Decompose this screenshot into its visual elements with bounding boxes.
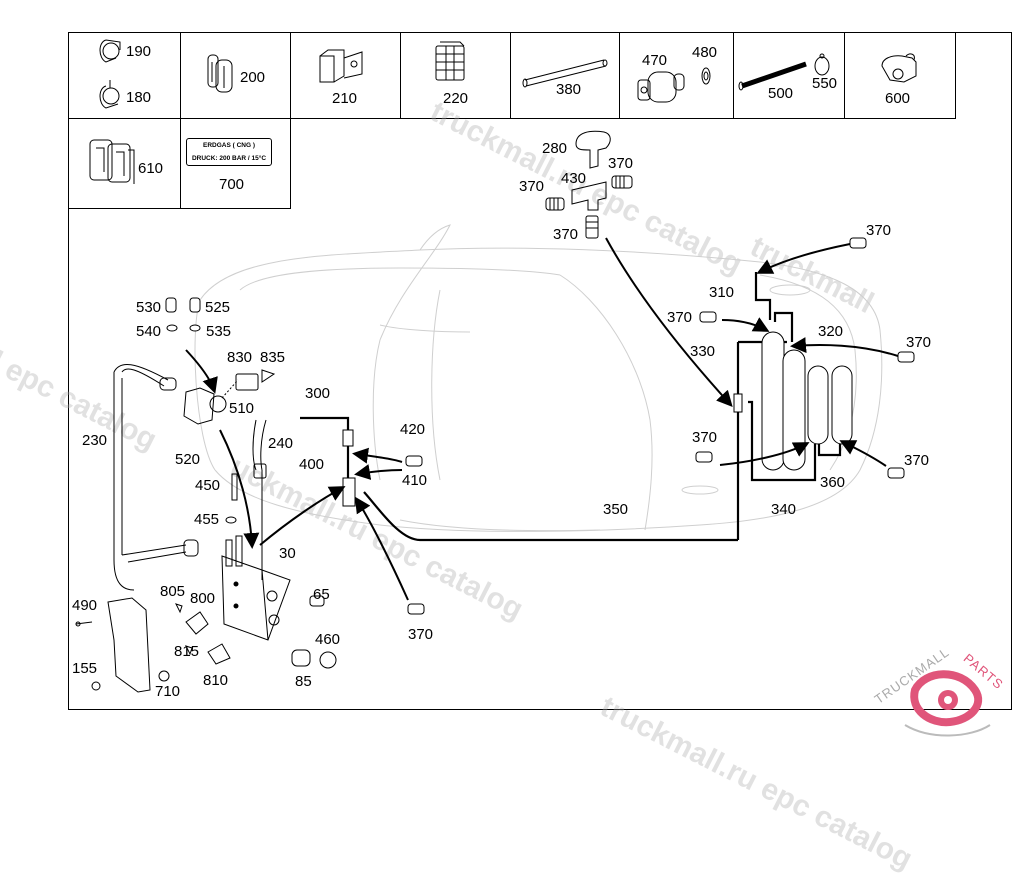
- callout-420: 420: [400, 421, 426, 438]
- line-350: [363, 491, 738, 542]
- callout-230: 230: [82, 432, 108, 449]
- callout-430: 430: [561, 170, 587, 187]
- callout-800: 800: [190, 590, 216, 607]
- callout-520: 520: [175, 451, 201, 468]
- line-310: [754, 272, 772, 320]
- line-320: [773, 311, 794, 342]
- callout-360: 360: [820, 474, 846, 491]
- clamp-550-icon: [814, 53, 830, 76]
- callout-370: 370: [408, 626, 434, 643]
- gas-tanks: [342, 331, 853, 507]
- callout-370: 370: [904, 452, 930, 469]
- truckmall-logo-icon: [904, 670, 991, 737]
- label-200: 200: [240, 69, 266, 86]
- callout-155: 155: [72, 660, 98, 677]
- label-380: 380: [556, 81, 582, 98]
- callout-710: 710: [155, 683, 181, 700]
- callout-350: 350: [603, 501, 629, 518]
- callout-450: 450: [195, 477, 221, 494]
- legend-cell-190-180: [68, 32, 181, 119]
- part-icons: [89, 39, 917, 184]
- label-210: 210: [332, 90, 358, 107]
- callout-320: 320: [818, 323, 844, 340]
- callout-300: 300: [305, 385, 331, 402]
- holder-220-icon: [435, 41, 465, 81]
- callout-525: 525: [205, 299, 231, 316]
- plate-line2: DRUCK: 200 BAR / 15°C: [191, 155, 267, 162]
- callout-370: 370: [692, 429, 718, 446]
- tube-380-icon: [522, 59, 608, 88]
- legend-cell-610: [68, 118, 181, 209]
- callout-830: 830: [227, 349, 253, 366]
- callout-310: 310: [709, 284, 735, 301]
- callout-455: 455: [194, 511, 220, 528]
- clip-180-icon: [99, 80, 120, 109]
- legend-cell-220: [400, 32, 511, 119]
- callout-280: 280: [542, 140, 568, 157]
- clip-190-icon: [99, 39, 121, 63]
- legend-cell-600: [844, 32, 956, 119]
- label-600: 600: [885, 90, 911, 107]
- label-480: 480: [692, 44, 718, 61]
- clamp-600-icon: [881, 53, 917, 83]
- valve-470-icon: [637, 71, 685, 103]
- legend-cell-470-480: [619, 32, 734, 119]
- label-190: 190: [126, 43, 152, 60]
- callout-835: 835: [260, 349, 286, 366]
- callout-410: 410: [402, 472, 428, 489]
- clip-200-icon: [207, 54, 233, 93]
- callout-810: 810: [203, 672, 229, 689]
- callout-370: 370: [608, 155, 634, 172]
- label-700: 700: [219, 176, 245, 193]
- bracket-210-icon: [319, 49, 363, 83]
- callout-530: 530: [136, 299, 162, 316]
- hose-500-icon: [738, 61, 807, 91]
- line-340: [748, 400, 817, 482]
- warning-plate: ERDGAS ( CNG ) DRUCK: 200 BAR / 15°C: [186, 138, 272, 166]
- gas-lines: [300, 272, 842, 542]
- label-610: 610: [138, 160, 164, 177]
- legend-cell-210: [290, 32, 401, 119]
- line-300: [300, 416, 350, 430]
- legend-cell-200: [180, 32, 291, 119]
- callout-85: 85: [295, 673, 312, 690]
- callout-30: 30: [279, 545, 296, 562]
- callout-535: 535: [206, 323, 232, 340]
- label-550: 550: [812, 75, 838, 92]
- label-470: 470: [642, 52, 668, 69]
- legend-cell-700: [180, 118, 291, 209]
- callout-65: 65: [313, 586, 330, 603]
- holder-610-icon: [89, 139, 135, 184]
- callout-370: 370: [667, 309, 693, 326]
- washer-480-icon: [701, 67, 711, 85]
- callout-805: 805: [160, 583, 186, 600]
- callout-370: 370: [866, 222, 892, 239]
- callout-370: 370: [519, 178, 545, 195]
- callout-370: 370: [906, 334, 932, 351]
- t-fitting-assembly: [545, 130, 633, 239]
- legend-cell-380: [510, 32, 620, 119]
- label-180: 180: [126, 89, 152, 106]
- plate-line1: ERDGAS ( CNG ): [203, 142, 255, 149]
- label-220: 220: [443, 90, 469, 107]
- callout-510: 510: [229, 400, 255, 417]
- callout-340: 340: [771, 501, 797, 518]
- callout-400: 400: [299, 456, 325, 473]
- callout-arrows: [185, 237, 899, 601]
- callout-490: 490: [72, 597, 98, 614]
- legend-cell-500-550: [733, 32, 845, 119]
- callout-370: 370: [553, 226, 579, 243]
- callout-460: 460: [315, 631, 341, 648]
- fittings-370: [165, 237, 915, 615]
- callout-240: 240: [268, 435, 294, 452]
- diagram-drawing: [75, 39, 991, 737]
- callout-330: 330: [690, 343, 716, 360]
- callout-540: 540: [136, 323, 162, 340]
- callout-815: 815: [174, 643, 200, 660]
- valve-block-assembly: [75, 363, 337, 693]
- label-500: 500: [768, 85, 794, 102]
